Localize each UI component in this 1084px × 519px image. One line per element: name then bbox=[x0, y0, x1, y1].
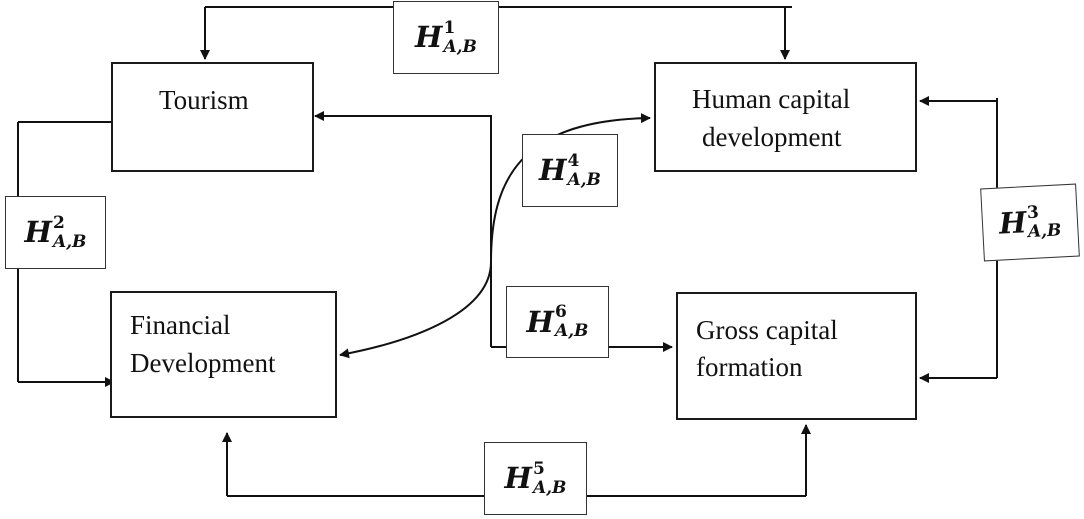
node-gross-capital-line1: Gross capital bbox=[696, 315, 838, 345]
node-financial-line1: Financial bbox=[130, 310, 231, 340]
node-gross-capital: Gross capital formation bbox=[676, 292, 917, 420]
h4-arrow-financial bbox=[339, 261, 492, 359]
node-human-capital: Human capital development bbox=[654, 62, 917, 172]
node-tourism: Tourism bbox=[111, 62, 314, 172]
node-human-capital-line1: Human capital bbox=[692, 84, 851, 114]
node-financial-line2: Development bbox=[130, 348, 276, 378]
h4-arrow-human-capital bbox=[490, 113, 651, 263]
node-financial: Financial Development bbox=[110, 291, 337, 418]
node-tourism-label: Tourism bbox=[159, 85, 249, 115]
node-gross-capital-line2: formation bbox=[696, 352, 803, 382]
h6-arrow-tourism bbox=[314, 111, 492, 347]
node-human-capital-line2: development bbox=[702, 122, 842, 152]
